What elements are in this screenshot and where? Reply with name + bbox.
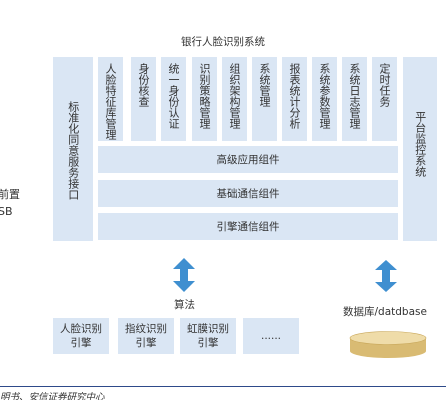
engine-communication-bar: 引擎通信组件 (98, 213, 398, 240)
double-arrow-icon (173, 258, 195, 292)
engine-box: 虹膜识别 引擎 (180, 318, 236, 354)
engine-box: 人脸识别 引擎 (53, 318, 109, 354)
footer-divider (0, 386, 446, 387)
advanced-components-label: 高级应用组件 (216, 154, 280, 166)
module-label: 系统参数管理 (318, 63, 331, 129)
engine-line1: 虹膜识别 (187, 322, 229, 335)
module-box: 身份核查 (131, 57, 156, 141)
engine-box: 指纹识别 引擎 (118, 318, 174, 354)
module-box: 定时任务 (372, 57, 397, 141)
algorithm-label: 算法 (174, 299, 195, 311)
right-monitor-label: 平台监控系统 (413, 111, 427, 177)
basic-communication-label: 基础通信组件 (216, 188, 280, 200)
module-label: 人脸特征库管理 (104, 63, 117, 140)
module-label: 系统管理 (258, 63, 271, 107)
engine-line2: 引擎 (70, 337, 92, 349)
engine-line1: 指纹识别 (125, 322, 167, 335)
engine-line1: ...... (260, 329, 282, 342)
left-cut-text-1: 前置 (0, 188, 20, 201)
double-arrow-icon (375, 260, 397, 292)
module-box: 组织架构管理 (222, 57, 247, 141)
left-cut-text-2: SB (0, 205, 13, 218)
module-box: 识别策略管理 (192, 57, 217, 141)
module-label: 统一身份认证 (167, 63, 180, 129)
module-label: 定时任务 (378, 63, 391, 107)
module-box: 系统参数管理 (312, 57, 337, 141)
advanced-components-bar: 高级应用组件 (98, 146, 398, 173)
left-interface-label: 标准化同意服务接口 (66, 101, 80, 200)
module-box: 报表统计分析 (282, 57, 307, 141)
engine-line1: 人脸识别 (60, 322, 102, 335)
module-box: 统一身份认证 (161, 57, 186, 141)
database-icon (349, 331, 427, 358)
module-box: 系统管理 (252, 57, 277, 141)
database-label: 数据库/datdbase (343, 306, 427, 318)
module-label: 组织架构管理 (228, 63, 241, 129)
engine-line2: 引擎 (197, 337, 219, 349)
left-interface-box: 标准化同意服务接口 (53, 57, 93, 241)
source-note: 明书、安信证券研究中心 (0, 392, 105, 400)
module-label: 身份核查 (137, 63, 150, 107)
module-label: 系统日志管理 (348, 63, 361, 129)
module-label: 识别策略管理 (198, 63, 211, 129)
engine-box: ...... (243, 318, 299, 354)
module-label: 报表统计分析 (288, 63, 301, 129)
engine-line2: 引擎 (135, 337, 157, 349)
diagram-title: 银行人脸识别系统 (181, 36, 265, 48)
engine-communication-label: 引擎通信组件 (216, 221, 280, 233)
right-monitor-box: 平台监控系统 (403, 57, 437, 241)
basic-communication-bar: 基础通信组件 (98, 180, 398, 207)
module-box: 人脸特征库管理 (98, 57, 123, 141)
module-box: 系统日志管理 (342, 57, 367, 141)
